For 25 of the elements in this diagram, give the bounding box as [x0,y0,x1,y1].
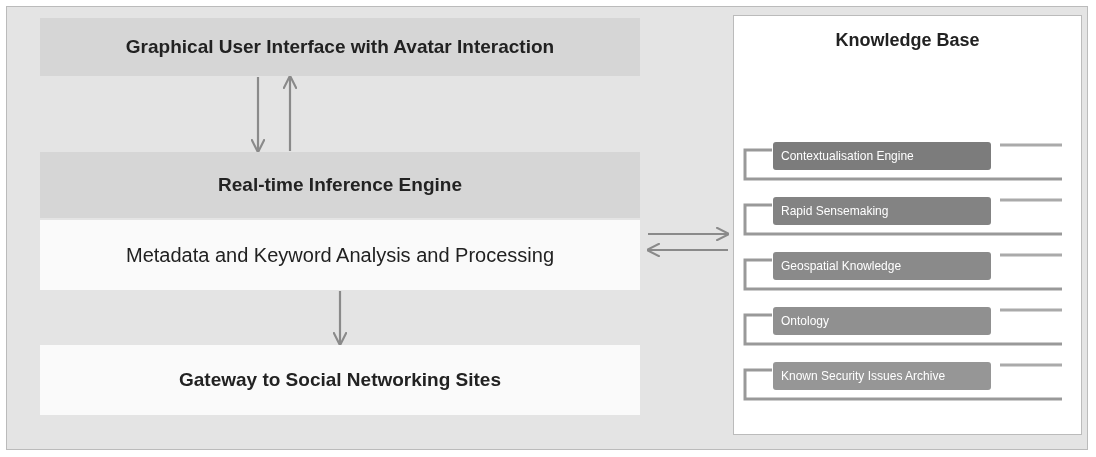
item-box [773,197,991,225]
label: Geospatial Knowledge [781,259,902,273]
label: Gateway to Social Networking Sites [178,369,501,391]
band [40,345,640,415]
item-box [773,307,991,335]
item-box [773,252,991,280]
item-box [773,362,991,390]
arrow [648,226,731,242]
panel-title: Knowledge Base [835,30,980,51]
label: Ontology [781,314,830,328]
band [40,152,640,218]
label: Real-time Inference Engine [218,174,462,196]
band [40,220,640,290]
arrow [250,77,266,154]
arrow [645,242,728,258]
label: Metadata and Keyword Analysis and Processing [126,243,554,267]
band [40,18,640,76]
label: Known Security Issues Archive [781,369,946,383]
label: Rapid Sensemaking [781,204,889,218]
item-box [773,142,991,170]
label: Graphical User Interface with Avatar Interaction [125,36,555,58]
arrow [282,74,298,151]
label: Contextualisation Engine [781,149,914,163]
arrow [332,291,348,347]
panel [733,15,1082,435]
